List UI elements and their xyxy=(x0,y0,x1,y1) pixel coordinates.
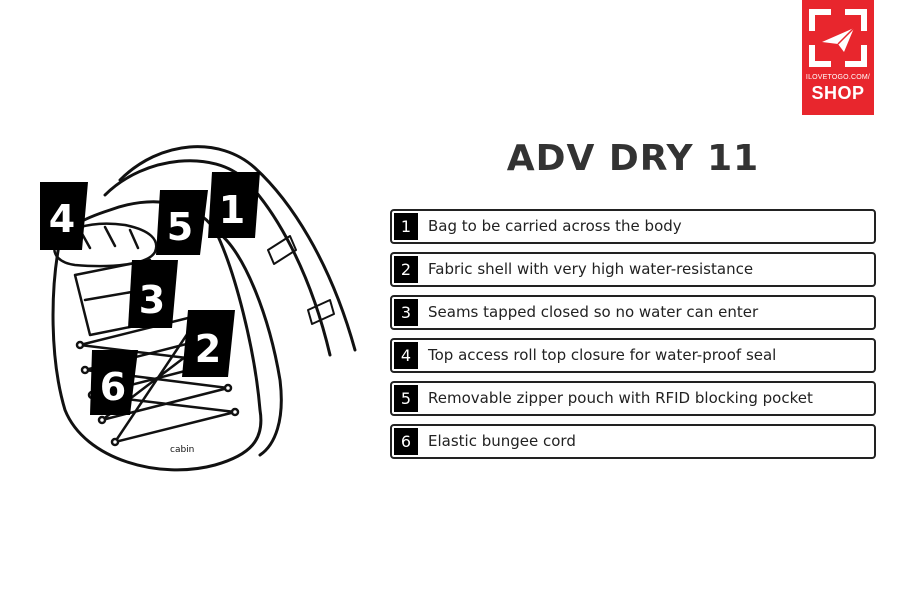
callout-5: 5 xyxy=(156,190,208,255)
feature-text: Removable zipper pouch with RFID blockin… xyxy=(428,389,813,407)
feature-item-1: 1 Bag to be carried across the body xyxy=(390,209,876,244)
feature-number-badge: 5 xyxy=(394,385,418,412)
brand-site-text: ILOVETOGO.COM/ xyxy=(805,74,871,81)
bag-logo-text: cabin xyxy=(170,445,194,455)
feature-number-badge: 3 xyxy=(394,299,418,326)
feature-text: Elastic bungee cord xyxy=(428,432,576,450)
callout-4: 4 xyxy=(40,182,88,250)
callout-2: 2 xyxy=(182,310,235,377)
feature-text: Bag to be carried across the body xyxy=(428,217,682,235)
svg-text:6: 6 xyxy=(100,365,126,409)
callout-3: 3 xyxy=(128,260,178,328)
feature-number-badge: 4 xyxy=(394,342,418,369)
svg-text:3: 3 xyxy=(139,278,165,322)
camera-frame-plane-icon xyxy=(809,9,867,67)
feature-text: Top access roll top closure for water-pr… xyxy=(428,346,777,364)
feature-text: Seams tapped closed so no water can ente… xyxy=(428,303,759,321)
callout-1: 1 xyxy=(208,172,260,238)
product-title: ADV DRY 11 xyxy=(506,138,760,179)
feature-list: 1 Bag to be carried across the body 2 Fa… xyxy=(390,209,876,467)
svg-text:1: 1 xyxy=(219,188,245,232)
brand-shop-text: SHOP xyxy=(811,83,865,103)
feature-item-6: 6 Elastic bungee cord xyxy=(390,424,876,459)
svg-text:4: 4 xyxy=(49,197,75,241)
feature-number-badge: 1 xyxy=(394,213,418,240)
feature-item-3: 3 Seams tapped closed so no water can en… xyxy=(390,295,876,330)
svg-text:2: 2 xyxy=(195,327,221,371)
feature-number-badge: 6 xyxy=(394,428,418,455)
bag-illustration: cabin 4 5 1 3 2 6 xyxy=(40,145,357,472)
feature-item-5: 5 Removable zipper pouch with RFID block… xyxy=(390,381,876,416)
brand-logo: ILOVETOGO.COM/ SHOP xyxy=(802,0,874,115)
svg-text:5: 5 xyxy=(167,205,193,249)
feature-item-2: 2 Fabric shell with very high water-resi… xyxy=(390,252,876,287)
feature-number-badge: 2 xyxy=(394,256,418,283)
feature-item-4: 4 Top access roll top closure for water-… xyxy=(390,338,876,373)
callout-6: 6 xyxy=(90,350,138,415)
feature-text: Fabric shell with very high water-resist… xyxy=(428,260,754,278)
